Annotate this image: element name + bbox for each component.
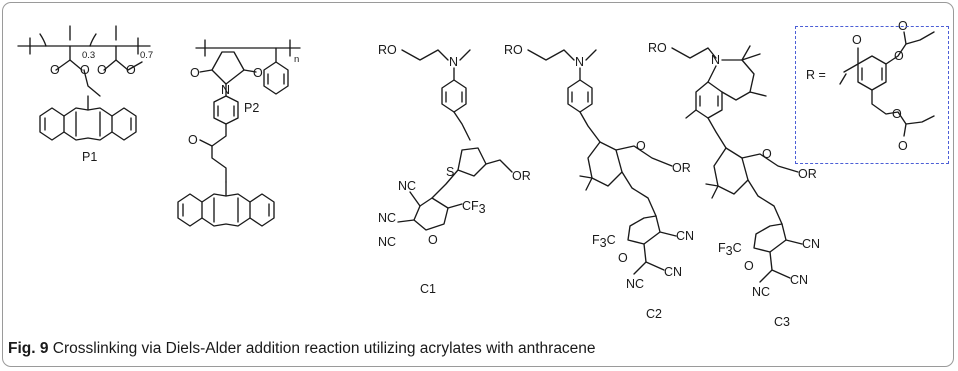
subscript-p2-n: n: [294, 54, 299, 65]
structure-p1: [17, 25, 151, 141]
atom-o-re: O: [898, 139, 908, 153]
structure-c3: [671, 45, 803, 283]
label-c1: C1: [420, 282, 436, 296]
atom-nc-c2: NC: [626, 277, 644, 291]
subscript-p1-b: 0.7: [140, 50, 153, 61]
atom-f3c-c3: F3C: [718, 241, 742, 258]
atom-o-p2b: O: [253, 66, 263, 80]
atom-o-c3b: O: [744, 259, 754, 273]
atom-f3c-c2: F3C: [592, 233, 616, 250]
atom-o-rb: O: [894, 49, 904, 63]
atom-o-p1b: O: [80, 63, 90, 77]
r-group-dashed-box: [795, 26, 949, 164]
structure-c1: [397, 49, 513, 231]
figure-caption: Fig. 9 Crosslinking via Diels-Alder addi…: [8, 340, 948, 358]
label-c2: C2: [646, 307, 662, 321]
atom-cn-c3b: CN: [790, 273, 808, 287]
label-c3: C3: [774, 315, 790, 329]
atom-nc-c1c: NC: [378, 235, 396, 249]
label-p1: P1: [82, 150, 97, 164]
atom-nc-c1b: NC: [378, 211, 396, 225]
atom-n-p2: N: [221, 83, 230, 97]
atom-cn-c3a: CN: [802, 237, 820, 251]
subscript-p1-a: 0.3: [82, 50, 95, 61]
atom-n-c1: N: [449, 55, 458, 69]
atom-ro-c2: RO: [504, 43, 523, 57]
atom-n-c2: N: [575, 55, 584, 69]
label-p2: P2: [244, 101, 259, 115]
atom-o-p1a: O: [50, 63, 60, 77]
structure-c2: [527, 49, 677, 275]
atom-cn-c2a: CN: [676, 229, 694, 243]
atom-cn-c2b: CN: [664, 265, 682, 279]
atom-ro-c3: RO: [648, 41, 667, 55]
atom-o-rd: O: [892, 107, 902, 121]
atom-or-c1: OR: [512, 169, 531, 183]
figure-frame: [2, 2, 954, 367]
atom-ro-c1: RO: [378, 43, 397, 57]
atom-o-c2b: O: [618, 251, 628, 265]
atom-nc-c3: NC: [752, 285, 770, 299]
atom-o-p2a: O: [190, 66, 200, 80]
atom-o-p1c: O: [97, 63, 107, 77]
atom-o-p2c: O: [188, 133, 198, 147]
atom-o-ra: O: [852, 33, 862, 47]
atom-cf3-c1: CF3: [462, 199, 486, 216]
structure-r-group: [839, 31, 935, 137]
atom-o-p1d: O: [126, 63, 136, 77]
figure-caption-text: Crosslinking via Diels-Alder addition re…: [48, 340, 596, 357]
atom-nc-c1a: NC: [398, 179, 416, 193]
atom-or-c2: OR: [672, 161, 691, 175]
figure-caption-label: Fig. 9: [8, 340, 49, 357]
structure-p2: [177, 39, 301, 227]
r-definition-label: R =: [806, 68, 826, 82]
atom-n-c3: N: [711, 53, 720, 67]
atom-or-c3: OR: [798, 167, 817, 181]
atom-s-c1: S: [446, 165, 454, 179]
atom-o-c3a: O: [762, 147, 772, 161]
atom-o-c2a: O: [636, 139, 646, 153]
atom-o-c1: O: [428, 233, 438, 247]
